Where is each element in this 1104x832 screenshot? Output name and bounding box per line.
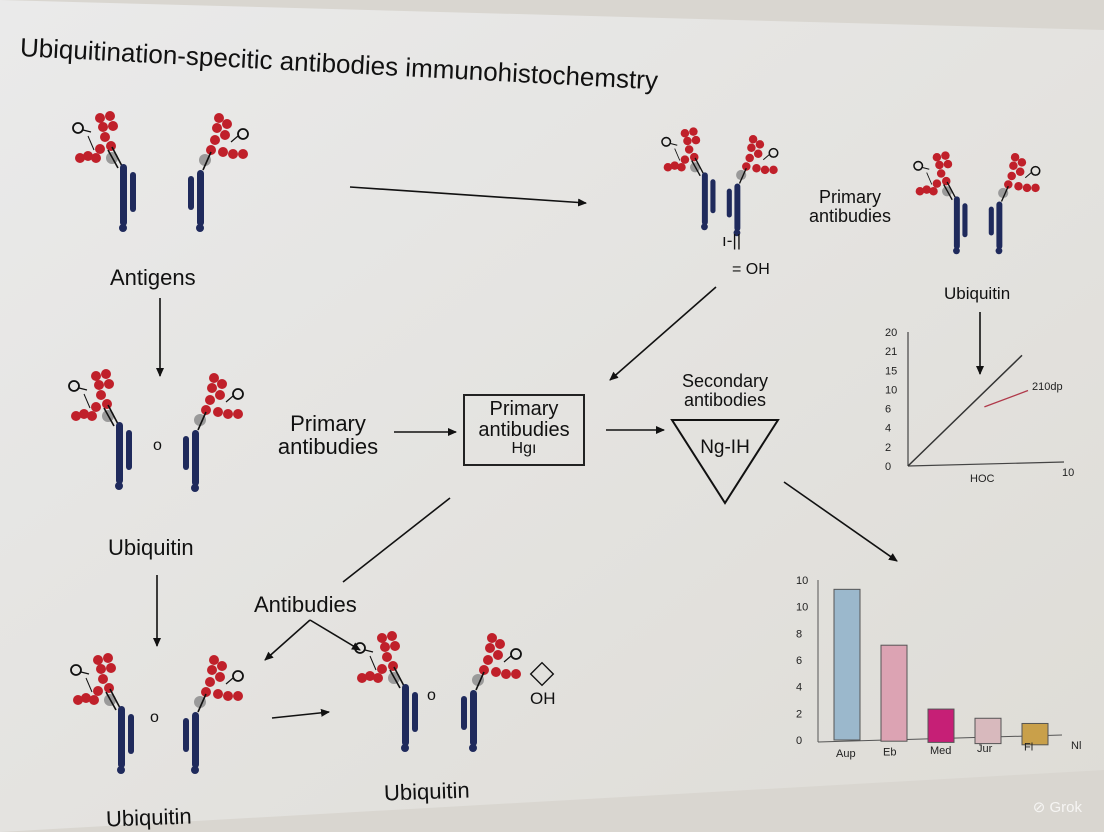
bar-chart-category-label: Aup [836,748,856,760]
label-triangle-text: Ng-IH [700,437,750,458]
secondary-triangle [670,419,780,505]
bar-chart-y-tick: 4 [796,682,802,694]
label-secondary-line2: antibodies [683,389,767,410]
bar-chart-category-label: Eb [883,746,896,758]
primary-antibudies-box [463,394,585,466]
primary-box-line3: Hgı [511,440,537,457]
label-small-o-mid: o [153,437,162,454]
label-bottom-oh: OH [530,689,556,708]
arrow-bottom-right [271,708,330,719]
line-chart-y-tick: 0 [885,461,891,473]
label-ubiquitin-bottom-center: Ubiquitin [383,777,471,806]
label-primary-mid-line2: antibudies [277,434,379,460]
bar-jur [974,717,1002,745]
label-ubiquitin-left-bottom: Ubiquitin [105,803,193,832]
arrow-antibudies-left [264,619,311,661]
label-small-o-bottom-left: o [150,709,159,726]
label-antigens: Antigens [110,265,196,290]
bar-chart-y-tick: 6 [796,655,802,667]
bar-chart: 0 2 4 6 8 10 10 Aup Eb Med Jur Fl Nl [796,575,1081,760]
bar-chart-category-label: Fl [1024,742,1033,754]
arrows [153,186,984,719]
label-secondary-line1: Secondary [681,371,769,391]
label-small-o-bottom-center: o [427,687,436,704]
label-primary-antibudies-top-right: Primary antibudies [800,188,900,226]
label-primary-top-right-line2: antibudies [808,205,892,226]
label-primary-top-right-line1: Primary [819,187,881,207]
bar-eb [880,644,908,742]
diamond-symbol [529,661,555,687]
line-chart-secondary-series [984,389,1029,408]
label-top-center-symbol: ı-|| [722,231,742,250]
line-chart-y-tick: 2 [885,442,891,454]
bar-chart-category-label: Nl [1071,740,1081,752]
arrow-box-to-antibudies [342,497,451,583]
line-chart-y-tick: 20 [885,327,897,339]
line-chart-series-label: 210dp [1032,381,1063,393]
line-chart-main-series [907,354,1023,467]
label-top-center-oh: = OH [732,261,770,278]
label-ubiquitin-top-right: Ubiquitin [944,284,1011,303]
bar-chart-y-tick: 10 [796,575,808,587]
line-chart-x-label: HOC [970,473,995,485]
primary-box-line1: Primary [489,398,559,420]
arrow-antibudies-right [309,619,361,651]
line-chart-y-tick: 21 [885,346,897,358]
label-primary-mid-line1: Primary [290,411,366,436]
bar-med [927,708,955,743]
line-chart-x-tick-end: 10 [1062,467,1074,479]
label-primary-antibudies-mid: Primary antibudies [268,412,388,458]
line-chart-y-tick: 6 [885,404,891,416]
line-chart-x-axis [907,461,1065,467]
watermark-text: Grok [1049,799,1082,816]
label-ubiquitin-left-mid: Ubiquitin [108,535,194,560]
bar-chart-y-tick: 0 [796,735,802,747]
bar-chart-y-tick: 10 [796,602,808,614]
bar-chart-y-tick: 2 [796,708,802,720]
arrow-top-right [349,186,587,207]
line-chart: 0 2 4 6 10 15 21 20 210dp HOC 10 [885,327,1074,485]
watermark: ⊘ Grok [1033,798,1082,816]
bar-aup [833,588,861,741]
primary-box-line2: antibudies [478,419,570,441]
line-chart-y-tick: 4 [885,423,891,435]
primary-box-text: Primary antibudies Hgı [463,399,585,458]
arrow-secondary-to-bar-chart [783,481,898,562]
label-antibudies-bottom: Antibudies [254,592,357,617]
label-secondary-antibodies: Secondary antibodies [660,372,790,410]
bar-chart-category-label: Jur [977,743,993,755]
bar-chart-category-label: Med [930,745,951,757]
line-chart-y-tick: 15 [885,365,897,377]
arrow-top-center-to-box [609,286,717,381]
grok-icon: ⊘ [1032,799,1046,816]
bar-chart-y-tick: 8 [796,628,802,640]
bar-fl [1021,722,1049,746]
line-chart-y-tick: 10 [885,384,897,396]
